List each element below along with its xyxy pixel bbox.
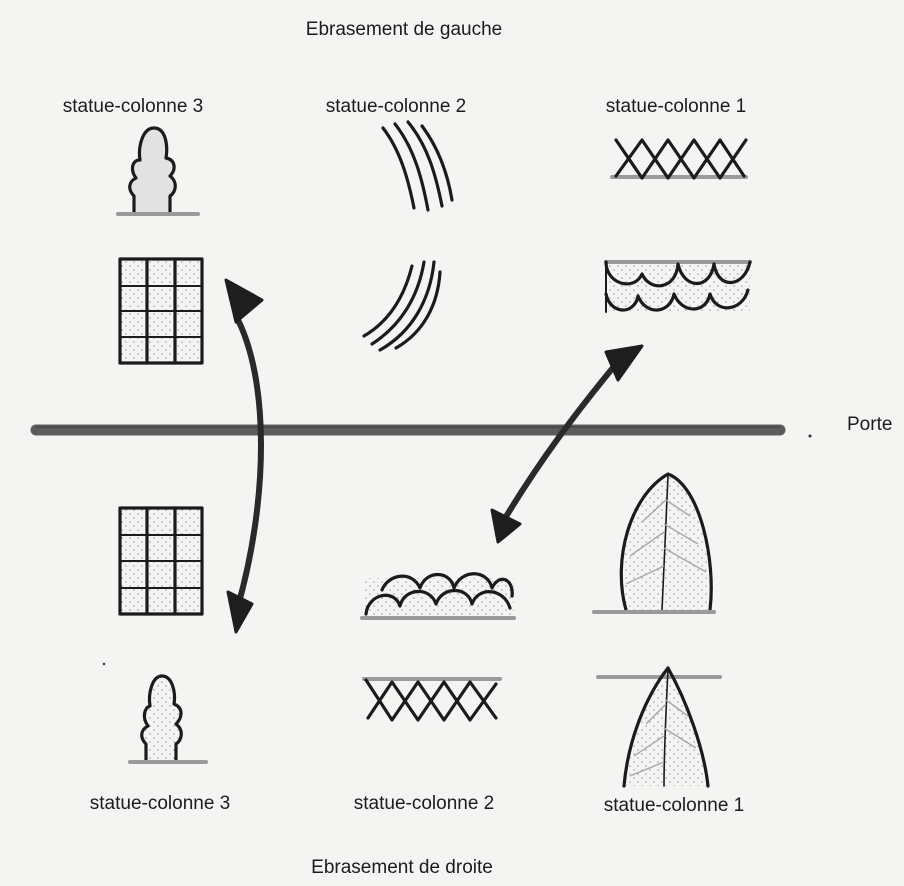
dotted-grid-icon (118, 257, 204, 365)
curved-lines-icon (381, 120, 454, 212)
bottom-heading: Ebrasement de droite (311, 857, 493, 878)
curved-lines-icon (362, 260, 442, 352)
scale-pattern-icon (360, 572, 516, 620)
label-left-statue-colonne-3: statue-colonne 3 (62, 96, 204, 117)
label-left-statue-colonne-2: statue-colonne 2 (325, 96, 467, 117)
label-left-statue-colonne-1: statue-colonne 1 (605, 96, 747, 117)
double-arrow-right (490, 344, 644, 544)
label-right-statue-colonne-3: statue-colonne 3 (89, 793, 231, 814)
double-arrow-left (224, 278, 264, 634)
top-heading: Ebrasement de gauche (305, 19, 503, 40)
scale-pattern-icon (604, 260, 752, 313)
sprout-icon (128, 674, 208, 764)
leaf-icon (592, 472, 716, 614)
leaf-icon (596, 666, 722, 788)
label-right-statue-colonne-1: statue-colonne 1 (603, 795, 745, 816)
sprout-icon (116, 126, 200, 216)
door-label: Porte (847, 414, 893, 435)
cross-hatch-icon (610, 138, 748, 180)
label-right-statue-colonne-2: statue-colonne 2 (353, 793, 495, 814)
dotted-grid-icon (118, 506, 204, 616)
cross-hatch-icon (362, 677, 502, 722)
